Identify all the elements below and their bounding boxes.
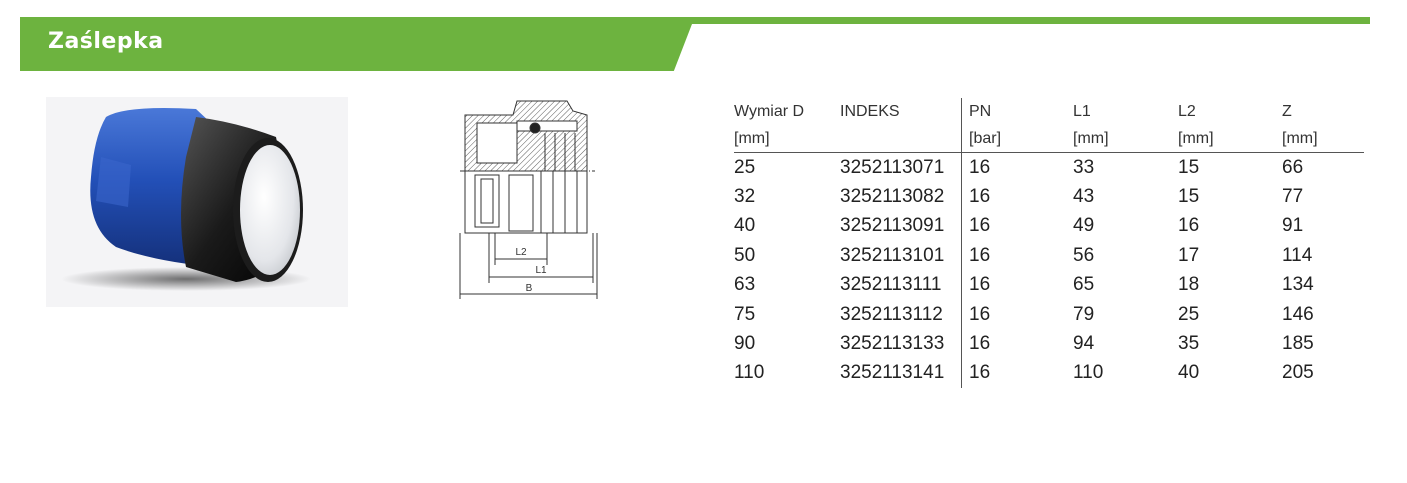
table-row: 25 3252113071 16 33 15 66	[734, 152, 1364, 183]
table-row: 40 3252113091 16 49 16 91	[734, 211, 1364, 242]
cell-pn: 16	[961, 241, 1073, 271]
table-row: 90 3252113133 16 94 35 185	[734, 329, 1364, 359]
col-unit: [mm]	[1178, 125, 1282, 153]
cell-index: 3252113112	[840, 303, 943, 325]
dim-label-l2: L2	[515, 247, 527, 258]
product-photo	[46, 97, 348, 307]
cell-l2: 35	[1178, 333, 1200, 355]
cell-index: 3252113082	[840, 186, 945, 208]
table-row: 63 3252113111 16 65 18 134	[734, 270, 1364, 300]
col-header: Wymiar D	[734, 102, 805, 120]
spec-table: Wymiar D INDEKS PN L1 L2 Z [mm] [bar] [m…	[734, 98, 1364, 389]
cell-l1: 79	[1073, 303, 1095, 325]
cell-l1: 110	[1073, 362, 1104, 384]
cell-l1: 33	[1073, 156, 1095, 178]
cell-l1: 94	[1073, 333, 1095, 355]
table-row: 32 3252113082 16 43 15 77	[734, 182, 1364, 212]
technical-drawing-icon: L2 L1 B	[459, 100, 598, 299]
col-unit: [mm]	[1073, 125, 1178, 153]
cell-l1: 43	[1073, 186, 1095, 208]
col-header: Z	[1282, 102, 1292, 120]
col-header: PN	[961, 98, 1073, 125]
cell-size: 25	[734, 156, 756, 178]
cell-pn: 16	[961, 270, 1073, 300]
cell-size: 63	[734, 274, 756, 296]
cell-index: 3252113101	[840, 244, 945, 266]
cell-l2: 15	[1178, 186, 1200, 208]
cell-z: 77	[1282, 186, 1304, 208]
col-unit: [mm]	[1282, 125, 1364, 153]
cell-z: 114	[1282, 244, 1313, 266]
table-units-row: [mm] [bar] [mm] [mm] [mm]	[734, 125, 1364, 153]
page-title: Zaślepka	[48, 29, 164, 54]
cell-z: 66	[1282, 156, 1304, 178]
cell-size: 40	[734, 215, 756, 237]
cell-l1: 56	[1073, 244, 1095, 266]
table-row: 110 3252113141 16 110 40 205	[734, 358, 1364, 389]
cell-index: 3252113071	[840, 156, 945, 178]
cell-l2: 40	[1178, 362, 1200, 384]
cell-l1: 65	[1073, 274, 1095, 296]
cell-l1: 49	[1073, 215, 1095, 237]
cell-pn: 16	[961, 182, 1073, 212]
cell-size: 90	[734, 333, 756, 355]
col-header: INDEKS	[840, 102, 900, 120]
cell-z: 134	[1282, 274, 1314, 296]
cell-index: 3252113141	[840, 362, 945, 384]
col-header: L1	[1073, 102, 1091, 120]
end-cap-photo-icon	[61, 108, 311, 291]
table-row: 75 3252113112 16 79 25 146	[734, 299, 1364, 330]
cell-index: 3252113111	[840, 274, 942, 296]
cell-z: 146	[1282, 303, 1314, 325]
cell-index: 3252113133	[840, 333, 945, 355]
cell-l2: 18	[1178, 274, 1200, 296]
cell-z: 205	[1282, 362, 1314, 384]
cell-size: 50	[734, 244, 756, 266]
cell-pn: 16	[961, 211, 1073, 242]
cell-pn: 16	[961, 358, 1073, 389]
cell-l2: 17	[1178, 244, 1200, 266]
technical-drawing: L2 L1 B	[455, 93, 605, 305]
cell-index: 3252113091	[840, 215, 945, 237]
cell-size: 75	[734, 303, 756, 325]
table-row: 50 3252113101 16 56 17 114	[734, 241, 1364, 271]
dim-label-l1: L1	[535, 265, 547, 276]
col-unit: [mm]	[734, 125, 840, 153]
cell-size: 32	[734, 186, 756, 208]
cell-l2: 16	[1178, 215, 1200, 237]
cell-pn: 16	[961, 299, 1073, 330]
cell-z: 185	[1282, 333, 1314, 355]
dim-label-b: B	[526, 283, 533, 294]
title-banner: Zaślepka	[20, 24, 692, 71]
table-header-row: Wymiar D INDEKS PN L1 L2 Z	[734, 98, 1364, 125]
cell-z: 91	[1282, 215, 1304, 237]
col-unit: [bar]	[961, 125, 1073, 153]
cell-pn: 16	[961, 329, 1073, 359]
cell-l2: 25	[1178, 303, 1200, 325]
header-rule	[20, 17, 1370, 24]
col-header: L2	[1178, 102, 1196, 120]
col-unit	[840, 125, 962, 153]
cell-pn: 16	[961, 152, 1073, 183]
cell-l2: 15	[1178, 156, 1200, 178]
cell-size: 110	[734, 362, 765, 384]
